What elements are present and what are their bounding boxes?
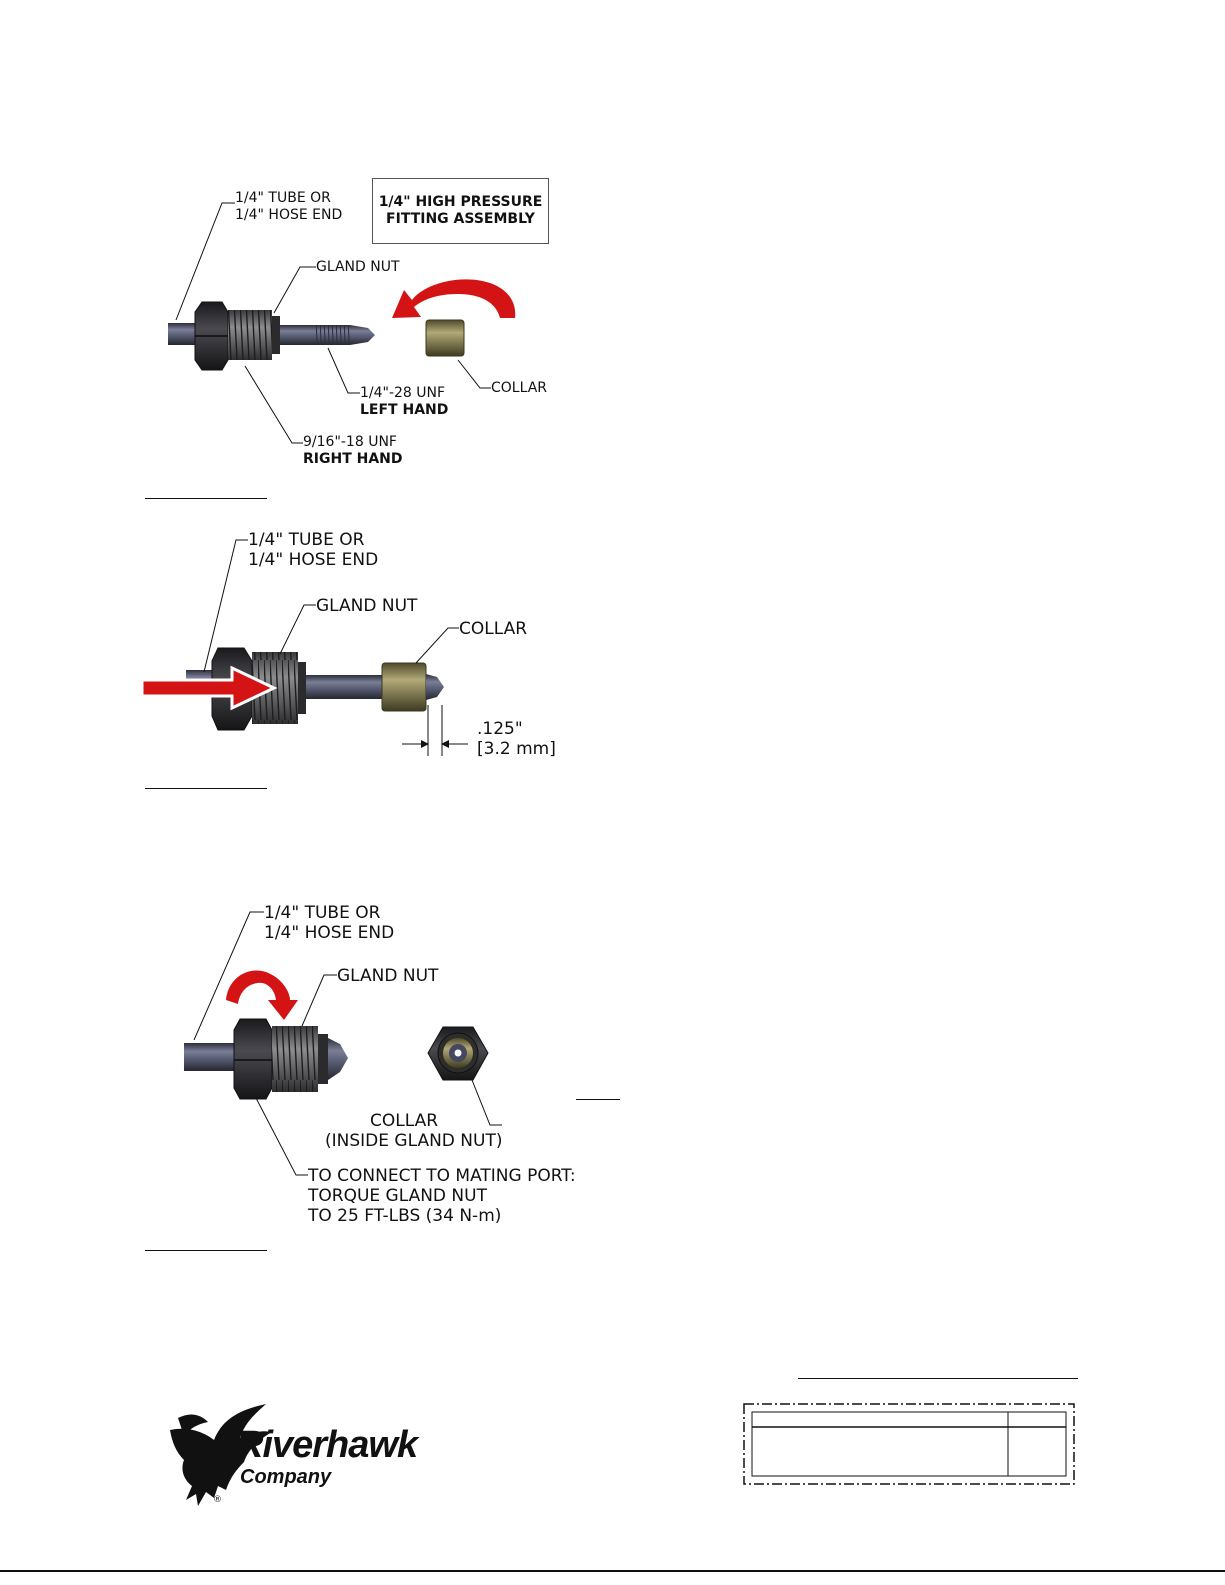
figure3-collar-label: COLLAR (INSIDE GLAND NUT): [325, 1111, 503, 1151]
figure1-collar: [425, 319, 465, 357]
figure1-collar-leader: [457, 359, 491, 389]
figure3-caption-rule: [145, 1250, 267, 1251]
figure2-collar-label: COLLAR: [459, 619, 528, 639]
figure1-thread-small-line1: 1/4"-28 UNF: [360, 385, 446, 401]
figure3-connect-line1: TO CONNECT TO MATING PORT:: [308, 1166, 576, 1186]
figure3-tube-line1: 1/4" TUBE OR: [264, 903, 381, 923]
figure2-tube-line2: 1/4" HOSE END: [248, 550, 379, 570]
revision-block-outer: [743, 1403, 1075, 1485]
logo-registered-mark: ®: [213, 1495, 222, 1505]
figure1-thread-large-line1: 9/16"-18 UNF: [303, 434, 397, 450]
figure1-tube-line2: 1/4" HOSE END: [235, 207, 343, 223]
figure3-collar-line2: (INSIDE GLAND NUT): [325, 1131, 503, 1151]
figure1-tube: [168, 323, 198, 345]
logo-name-riverhawk: Riverhawk: [236, 1424, 418, 1466]
figure1-title-line1: 1/4" HIGH PRESSURE: [378, 194, 543, 210]
figure3-nut-hex: [233, 1018, 273, 1100]
figure1-collar-label: COLLAR: [491, 380, 548, 396]
figure3-tube-label: 1/4" TUBE OR 1/4" HOSE END: [264, 903, 394, 943]
revision-block-inner: [751, 1411, 1067, 1477]
figure2-gland-nut-label: GLAND NUT: [316, 596, 418, 616]
note-rule: [576, 1099, 620, 1100]
figure2-tube-label: 1/4" TUBE OR 1/4" HOSE END: [248, 530, 378, 570]
figure3-connect-line3: TO 25 FT-LBS (34 N-m): [308, 1206, 502, 1226]
figure1-gland-nut-label: GLAND NUT: [316, 259, 400, 275]
figure2-fitting: [140, 539, 468, 756]
figure3-fitting: [184, 911, 502, 1176]
figure2-tube-line1: 1/4" TUBE OR: [248, 530, 365, 550]
figure2-push-arrow: [140, 665, 278, 711]
signature-rule: [798, 1378, 1078, 1379]
riverhawk-hawk-logo: [170, 1404, 272, 1506]
figure1-thread-small-line2: LEFT HAND: [360, 402, 449, 418]
figure1-gland-leader: [273, 266, 316, 314]
page-bottom-rule: [0, 1570, 1225, 1572]
figure2-dim-mm: [3.2 mm]: [477, 739, 556, 759]
figure1-tube-label: 1/4" TUBE OR 1/4" HOSE END: [235, 190, 342, 224]
figure3-rotate-arrow: [226, 970, 298, 1020]
figure1-thread-small-leader: [327, 347, 360, 394]
figure3-gland-nut-label: GLAND NUT: [337, 966, 439, 986]
figure2-dim-inches: .125": [477, 719, 523, 739]
figure3-connect-line2: TORQUE GLAND NUT: [308, 1186, 487, 1206]
figure3-connect-label: TO CONNECT TO MATING PORT: TORQUE GLAND …: [308, 1166, 576, 1226]
figure1-title-line2: FITTING ASSEMBLY: [386, 211, 535, 227]
figure1-tube-line1: 1/4" TUBE OR: [235, 190, 331, 206]
logo-name-company: Company: [240, 1466, 332, 1488]
figure1-thread-large-leader: [244, 365, 303, 444]
figure1-title-box: 1/4" HIGH PRESSURE FITTING ASSEMBLY: [372, 178, 549, 244]
figure2-dimension-label: .125" [3.2 mm]: [477, 719, 556, 759]
figure1-caption-rule: [145, 498, 267, 499]
figure3-tube-line2: 1/4" HOSE END: [264, 923, 395, 943]
figure3-collar-line1: COLLAR: [369, 1111, 439, 1131]
figure1-thread-large-label: 9/16"-18 UNF RIGHT HAND: [303, 434, 403, 468]
figure1-tube-leader: [175, 202, 235, 321]
figure2-caption-rule: [145, 788, 267, 789]
figure1-rotate-arrow: [392, 279, 516, 318]
figure1-thread-large-line2: RIGHT HAND: [303, 451, 403, 467]
figure1-fitting: [168, 202, 516, 444]
revision-block: [743, 1403, 1075, 1485]
figure2-collar: [381, 662, 427, 712]
figure1-thread-small-label: 1/4"-28 UNF LEFT HAND: [360, 385, 448, 419]
figure2-stem: [306, 675, 384, 699]
